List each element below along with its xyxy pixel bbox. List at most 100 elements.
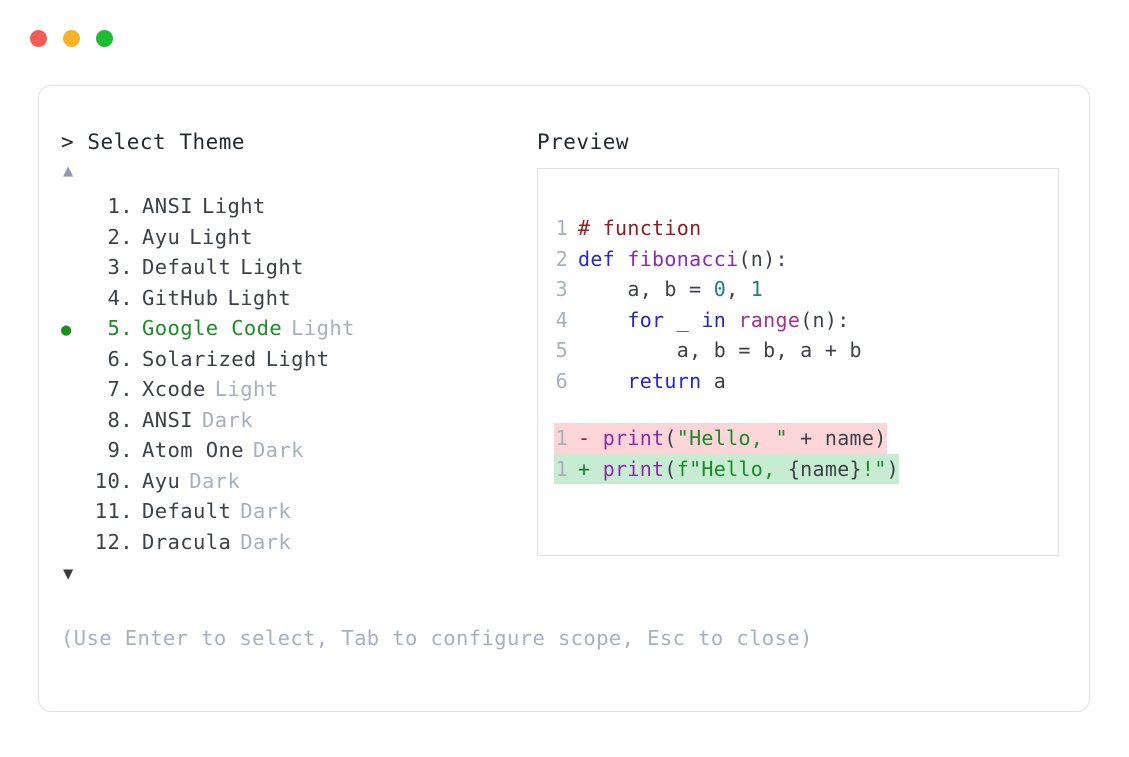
code-spacer: [538, 396, 1058, 423]
theme-item-number: 12.: [94, 529, 133, 554]
theme-item-number: 10.: [94, 468, 133, 493]
theme-item-variant: Light: [227, 285, 292, 310]
page-title: [74, 130, 87, 154]
diff-block: 1- print("Hello, " + name)1+ print(f"Hel…: [538, 423, 1058, 484]
scroll-up-arrow-icon[interactable]: ▲: [63, 161, 74, 181]
code-line: 4 for _ in range(n):: [554, 305, 1058, 336]
diff-marker: +: [578, 456, 603, 481]
theme-item-name: Ayu: [142, 224, 181, 249]
theme-item-name: Default: [142, 255, 232, 279]
code-line: 1# function: [554, 213, 1058, 244]
window-controls: [30, 30, 113, 47]
theme-list-item[interactable]: 7. Xcode Light: [61, 377, 531, 408]
code-token: {name}: [787, 456, 862, 481]
theme-item-number: 2.: [107, 224, 133, 249]
close-window-button[interactable]: [30, 30, 47, 47]
maximize-window-button[interactable]: [96, 30, 113, 47]
code-line: 3 a, b = 0, 1: [554, 274, 1058, 305]
theme-item-variant: Light: [214, 377, 279, 401]
code-token: a, b =: [578, 277, 714, 301]
theme-item-name: GitHub: [142, 285, 219, 310]
code-token: !": [861, 456, 887, 481]
scroll-down-arrow-icon[interactable]: ▼: [63, 564, 74, 584]
theme-item-variant: Dark: [252, 438, 304, 462]
code-token: [578, 369, 627, 393]
theme-item-number: 5.: [107, 316, 133, 340]
code-token: # function: [578, 216, 702, 240]
theme-list-item[interactable]: 1. ANSI Light: [61, 194, 531, 225]
theme-item-name: ANSI: [142, 194, 193, 218]
theme-item-number: 6.: [107, 346, 133, 371]
line-number: 1: [555, 456, 568, 481]
diff-row: 1+ print(f"Hello, {name}!"): [554, 453, 1058, 484]
code-token: def: [578, 246, 628, 271]
prompt-line: > Select Theme: [61, 130, 531, 154]
theme-item-name: Solarized: [142, 346, 257, 371]
theme-item-number: 3.: [107, 255, 133, 279]
code-token: (: [664, 456, 677, 481]
theme-item-variant: Dark: [240, 529, 292, 554]
preview-label: Preview: [537, 130, 630, 154]
theme-item-name: Default: [142, 499, 232, 523]
code-token: "Hello, ": [676, 426, 788, 450]
line-number: 5: [555, 338, 568, 362]
line-number: 2: [555, 246, 568, 271]
theme-item-variant: Light: [291, 316, 355, 340]
theme-item-name: ANSI: [142, 407, 193, 432]
theme-item-variant: Light: [265, 346, 330, 371]
code-token: 0: [713, 277, 727, 301]
code-token: a, b = b, a + b: [578, 338, 862, 362]
code-token: + name): [787, 426, 887, 450]
prompt-title: Select Theme: [87, 130, 246, 154]
code-token: [578, 308, 627, 332]
theme-item-variant: Dark: [189, 468, 241, 493]
diff-row: 1- print("Hello, " + name): [554, 423, 1058, 454]
code-token: fibonacci: [627, 246, 739, 271]
line-number: 4: [555, 307, 568, 332]
theme-item-number: 7.: [107, 377, 133, 401]
code-token: range: [738, 307, 801, 332]
code-token: a: [701, 368, 727, 393]
code-token: (: [664, 426, 677, 450]
keyboard-hint: (Use Enter to select, Tab to configure s…: [61, 626, 813, 650]
theme-item-variant: Light: [201, 194, 266, 218]
diff-removed-line: 1- print("Hello, " + name): [554, 423, 887, 454]
theme-item-number: 8.: [107, 407, 133, 432]
code-token: in: [701, 307, 727, 332]
code-line: 5 a, b = b, a + b: [554, 335, 1058, 366]
code-token: _: [664, 307, 702, 332]
theme-item-number: 1.: [107, 194, 133, 218]
code-token: return: [627, 368, 702, 393]
theme-item-name: Xcode: [142, 377, 206, 401]
line-number: 1: [555, 426, 568, 450]
code-token: (n):: [800, 307, 850, 332]
code-token: print: [602, 456, 665, 481]
theme-list-item[interactable]: 8. ANSI Dark: [61, 408, 531, 439]
minimize-window-button[interactable]: [63, 30, 80, 47]
code-line: 6 return a: [554, 366, 1058, 397]
code-token: ,: [726, 277, 751, 301]
diff-marker: -: [578, 426, 603, 450]
theme-list-item[interactable]: 6. Solarized Light: [61, 347, 531, 378]
line-number: 3: [555, 277, 568, 301]
prompt-caret-icon: >: [61, 130, 75, 154]
selection-bullet-icon: ●: [61, 320, 72, 340]
code-token: print: [602, 426, 665, 450]
theme-item-number: 9.: [107, 438, 133, 462]
code-token: (n):: [738, 246, 788, 271]
theme-item-variant: Dark: [240, 499, 292, 523]
code-line: 2 def fibonacci(n):: [554, 244, 1058, 275]
theme-item-variant: Dark: [201, 407, 253, 432]
